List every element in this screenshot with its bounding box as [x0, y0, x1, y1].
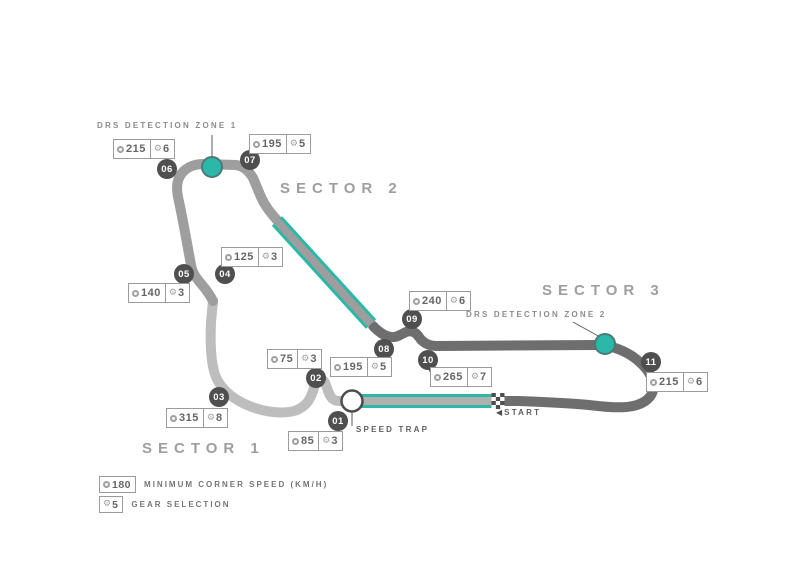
corner-info-box-03: 315 ⚙8	[166, 408, 228, 428]
speedometer-icon	[132, 289, 139, 297]
sector2-track-path	[172, 159, 379, 332]
corner-info-box-06: 215 ⚙6	[113, 139, 175, 159]
corner-badge-01: 01	[328, 411, 348, 431]
speedometer-icon	[117, 145, 124, 153]
gear-icon: ⚙	[206, 412, 215, 423]
legend-speed-box: 180	[99, 476, 137, 493]
legend-gear-label: GEAR SELECTION	[131, 500, 231, 509]
corner-info-box-01: 85 ⚙3	[288, 431, 343, 451]
corner-badge-10: 10	[418, 350, 438, 370]
drs-detection-point-1	[201, 156, 223, 178]
speedometer-icon	[253, 140, 260, 148]
sector-2-label: SECTOR 2	[280, 180, 403, 197]
drs-detection-zone-1-label: DRS DETECTION ZONE 1	[97, 121, 238, 130]
gear-icon: ⚙	[301, 353, 310, 364]
drs-detection-zone-2-label: DRS DETECTION ZONE 2	[466, 310, 607, 319]
speedometer-icon	[170, 414, 177, 422]
speed-trap-point	[340, 389, 364, 413]
start-label: START	[504, 408, 542, 417]
speed-trap-label: SPEED TRAP	[356, 425, 430, 434]
drs2-connector-line	[572, 321, 601, 338]
corner-info-box-08: 195 ⚙5	[330, 357, 392, 377]
speedometer-icon	[225, 253, 232, 261]
legend-gear-box: ⚙ 5	[99, 496, 124, 513]
corner-badge-09: 09	[402, 309, 422, 329]
corner-info-box-05: 140 ⚙3	[128, 283, 190, 303]
speedometer-icon	[292, 437, 299, 445]
sector-3-label: SECTOR 3	[542, 282, 665, 299]
speedometer-icon	[434, 373, 441, 381]
corner-badge-08: 08	[374, 339, 394, 359]
gear-icon: ⚙	[103, 499, 112, 509]
gear-icon: ⚙	[153, 143, 162, 154]
speedometer-icon	[413, 297, 420, 305]
gear-icon: ⚙	[449, 295, 458, 306]
start-arrow-icon: ◀	[496, 407, 503, 417]
corner-badge-02: 02	[306, 368, 326, 388]
speedometer-icon	[103, 481, 110, 488]
corner-info-box-09: 240 ⚙6	[409, 291, 471, 311]
corner-info-box-11: 215 ⚙6	[646, 372, 708, 392]
corner-info-box-04: 125 ⚙3	[221, 247, 283, 267]
speedometer-icon	[650, 378, 657, 386]
gear-icon: ⚙	[322, 435, 331, 446]
drs-zone-diagonal-center	[274, 218, 374, 327]
speedometer-icon	[271, 355, 278, 363]
finish-line-checker-icon	[491, 393, 505, 409]
drs-detection-point-2	[594, 333, 616, 355]
corner-badge-06: 06	[157, 159, 177, 179]
sector1-track-path	[205, 296, 362, 418]
legend-gear: ⚙ 5 GEAR SELECTION	[99, 496, 231, 513]
start-marker: ◀ START	[496, 408, 541, 417]
corner-badge-05: 05	[174, 264, 194, 284]
corner-info-box-10: 265 ⚙7	[430, 367, 492, 387]
corner-info-box-02: 75 ⚙3	[267, 349, 322, 369]
legend-speed-label: MINIMUM CORNER SPEED (KM/H)	[144, 480, 329, 489]
corner-info-box-07: 195 ⚙5	[249, 134, 311, 154]
gear-icon: ⚙	[370, 361, 379, 372]
gear-icon: ⚙	[261, 251, 270, 262]
speedometer-icon	[334, 363, 341, 371]
sector3-track-path	[369, 322, 659, 413]
corner-badge-04: 04	[215, 264, 235, 284]
gear-icon: ⚙	[289, 138, 298, 149]
gear-icon: ⚙	[470, 371, 479, 382]
legend-min-speed: 180 MINIMUM CORNER SPEED (KM/H)	[99, 476, 328, 493]
corner-badge-11: 11	[641, 352, 661, 372]
sector-1-label: SECTOR 1	[142, 440, 265, 457]
gear-icon: ⚙	[686, 376, 695, 387]
corner-badge-07: 07	[240, 150, 260, 170]
corner-badge-03: 03	[209, 387, 229, 407]
gear-icon: ⚙	[168, 287, 177, 298]
